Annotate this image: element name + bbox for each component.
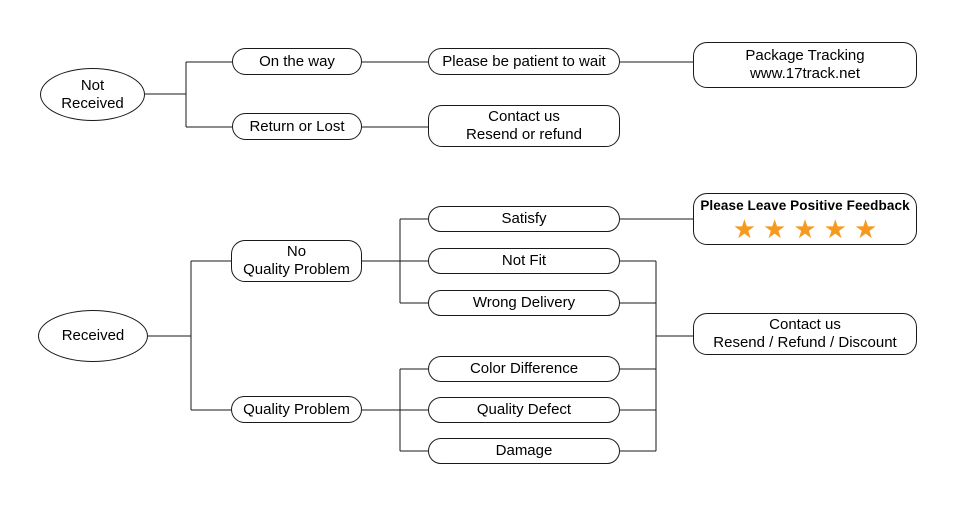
node-please-be-patient[interactable]: Please be patient to wait: [428, 48, 620, 75]
node-please-be-patient-label: Please be patient to wait: [442, 52, 606, 70]
node-damage[interactable]: Damage: [428, 438, 620, 464]
node-contact-resend-refund-discount-label: Contact us Resend / Refund / Discount: [713, 316, 897, 351]
node-package-tracking[interactable]: Package Tracking www.17track.net: [693, 42, 917, 88]
node-not-fit-label: Not Fit: [501, 252, 547, 270]
node-contact-resend-or-refund-label: Contact us Resend or refund: [466, 108, 582, 143]
node-not-fit[interactable]: Not Fit: [428, 248, 620, 274]
node-satisfy[interactable]: Satisfy: [428, 206, 620, 232]
node-quality-defect-label: Quality Defect: [476, 401, 572, 419]
star-icon[interactable]: ★: [793, 213, 817, 244]
star-rating[interactable]: ★★★★★: [733, 216, 878, 242]
node-received-label: Received: [61, 327, 125, 345]
node-on-the-way-label: On the way: [259, 52, 335, 70]
star-icon[interactable]: ★: [732, 213, 757, 244]
node-leave-positive-feedback[interactable]: Please Leave Positive Feedback ★★★★★: [693, 193, 917, 245]
node-on-the-way[interactable]: On the way: [232, 48, 362, 75]
star-icon[interactable]: ★: [853, 213, 878, 244]
node-package-tracking-label: Package Tracking www.17track.net: [745, 47, 865, 82]
node-return-or-lost-label: Return or Lost: [249, 117, 345, 135]
node-not-received[interactable]: Not Received: [40, 68, 145, 121]
node-quality-problem[interactable]: Quality Problem: [231, 396, 362, 423]
node-received[interactable]: Received: [38, 310, 148, 362]
node-leave-positive-feedback-label: Please Leave Positive Feedback: [700, 198, 910, 214]
node-wrong-delivery-label: Wrong Delivery: [472, 294, 576, 312]
node-quality-problem-label: Quality Problem: [243, 400, 350, 418]
node-not-received-label: Not Received: [61, 76, 124, 112]
node-color-difference[interactable]: Color Difference: [428, 356, 620, 382]
node-quality-defect[interactable]: Quality Defect: [428, 397, 620, 423]
node-damage-label: Damage: [495, 442, 553, 460]
star-icon[interactable]: ★: [823, 213, 847, 244]
star-icon[interactable]: ★: [763, 213, 787, 244]
node-wrong-delivery[interactable]: Wrong Delivery: [428, 290, 620, 316]
node-satisfy-label: Satisfy: [501, 210, 547, 228]
node-contact-resend-refund-discount[interactable]: Contact us Resend / Refund / Discount: [693, 313, 917, 355]
node-no-quality-problem[interactable]: No Quality Problem: [231, 240, 362, 282]
node-contact-resend-or-refund[interactable]: Contact us Resend or refund: [428, 105, 620, 147]
node-color-difference-label: Color Difference: [469, 360, 579, 378]
node-no-quality-problem-label: No Quality Problem: [243, 243, 350, 278]
node-return-or-lost[interactable]: Return or Lost: [232, 113, 362, 140]
